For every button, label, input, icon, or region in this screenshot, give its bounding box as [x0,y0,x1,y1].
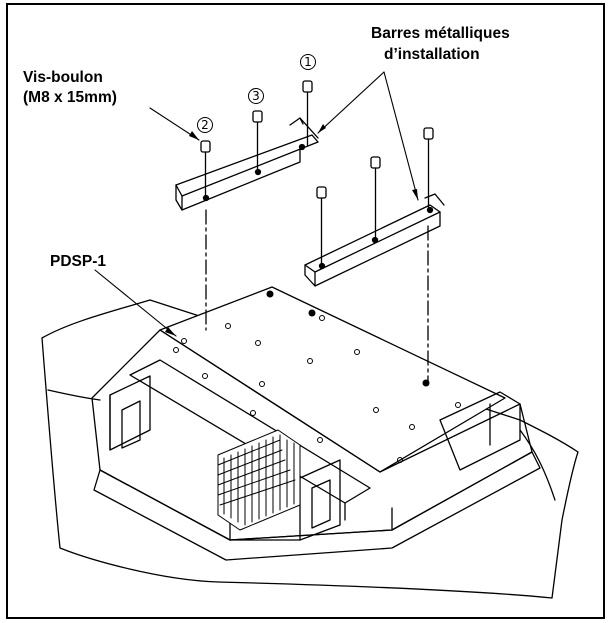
bolt-label-line1: Vis-boulon [23,69,103,86]
mounting-holes [173,290,461,463]
bolts-left-bar [200,80,313,198]
mounting-bar-right [304,193,445,287]
sheet-fold-2 [519,429,556,501]
pdsp-device [91,286,541,561]
mounting-bar-left [175,117,319,211]
bolt-label-line2: (M8 x 15mm) [23,89,117,106]
vent-grille [217,429,301,531]
bars-label-line2: d’installation [384,46,480,63]
callout-number-3: 3 [248,88,264,104]
callout-number-1: 1 [300,54,316,70]
device-label: PDSP-1 [50,253,106,270]
callout-number-2: 2 [197,117,213,133]
bars-label-line1: Barres métalliques [371,25,510,42]
frame-border [6,3,605,619]
sheet-fold [47,389,101,401]
alignment-lines [205,209,429,386]
bolts-right-bar [316,127,434,264]
